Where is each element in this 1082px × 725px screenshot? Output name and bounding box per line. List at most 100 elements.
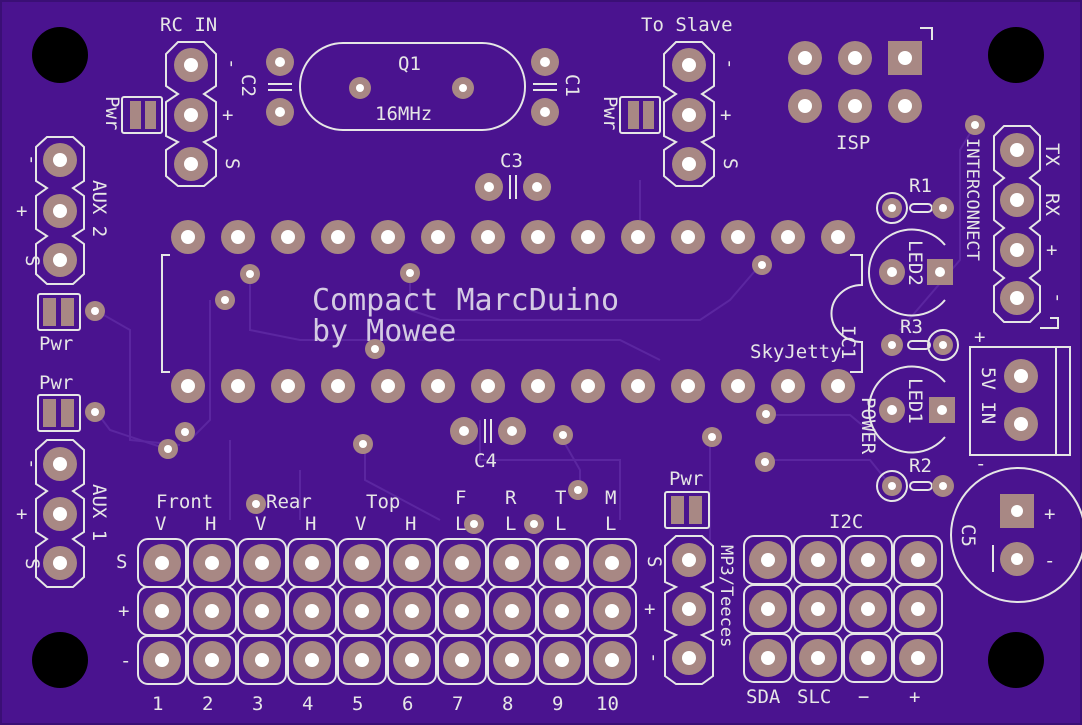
via — [215, 290, 235, 310]
servo-pin — [337, 635, 387, 685]
servo-column-number: 8 — [502, 693, 513, 715]
servo-pin — [387, 635, 437, 685]
ic1-pad-bottom — [321, 369, 355, 403]
ic1-pad-top — [571, 220, 605, 254]
i2c-pin-minus: − — [858, 686, 869, 708]
aux2-pwr-label: Pwr — [39, 333, 73, 355]
interconnect-pin-minus: - — [1047, 292, 1069, 303]
aux1-pin-plus: + — [16, 503, 27, 525]
mp3-pin-plus: + — [644, 598, 655, 620]
servo-pin — [487, 586, 537, 636]
servo-pads — [137, 538, 637, 685]
servo-column-letter: V — [155, 513, 166, 535]
isp-label: ISP — [836, 132, 870, 154]
skyjetty-label: SkyJetty — [750, 341, 842, 363]
rc-in-connector[interactable]: RC IN - + S Pwr — [101, 14, 243, 187]
ic1-pads — [171, 220, 855, 403]
servo-pin — [237, 586, 287, 636]
isp-header[interactable]: ISP — [788, 27, 933, 154]
servo-pin — [187, 635, 237, 685]
servo-pin — [387, 538, 437, 588]
servo-column-letter: L — [605, 513, 616, 535]
i2c-label: I2C — [829, 511, 863, 533]
i2c-pin — [843, 633, 893, 683]
via — [158, 439, 178, 459]
ic1-pad-bottom — [571, 369, 605, 403]
aux2-connector[interactable]: AUX 2 - + S Pwr — [16, 136, 110, 355]
to-slave-pin-plus: + — [720, 104, 731, 126]
ic1-pad-top — [221, 220, 255, 254]
resistor-r3: R3 — [881, 316, 959, 361]
r-label: R — [505, 487, 517, 509]
title-line2: by Mowee — [312, 314, 457, 349]
mp3-teeces-connector[interactable]: Pwr S + - MP3/Teeces — [643, 468, 736, 685]
mounting-hole — [988, 27, 1044, 83]
r3-label: R3 — [900, 316, 923, 338]
servo-column-number: 9 — [552, 693, 563, 715]
ic1-pad-top — [721, 220, 755, 254]
led1-label: LED1 — [904, 378, 926, 424]
rc-in-label: RC IN — [160, 14, 217, 36]
aux1-pwr-label: Pwr — [39, 372, 73, 394]
i2c-pads — [743, 535, 943, 683]
led1: LED1 POWER — [857, 365, 955, 455]
i2c-header[interactable]: I2C SDA SLC − + — [743, 511, 943, 708]
ic1-pad-bottom — [221, 369, 255, 403]
via — [755, 452, 775, 472]
power-input-connector[interactable]: 5V IN + - — [969, 326, 1071, 475]
i2c-pin — [743, 535, 793, 585]
mounting-hole — [988, 632, 1044, 688]
servo-column-number: 7 — [452, 693, 463, 715]
servo-column-number: 2 — [202, 693, 213, 715]
capacitor-c4: C4 — [450, 417, 526, 472]
ic1-pad-bottom — [771, 369, 805, 403]
ic1-pad-top — [621, 220, 655, 254]
ic1-pad-bottom — [471, 369, 505, 403]
via — [752, 255, 772, 275]
q1-label: Q1 — [398, 53, 421, 75]
led2: LED2 — [868, 228, 953, 317]
via — [365, 339, 385, 359]
servo-row-plus-label: + — [118, 600, 129, 622]
aux1-label: AUX 1 — [88, 484, 110, 541]
ic1-pad-bottom — [171, 369, 205, 403]
led2-label: LED2 — [904, 240, 926, 286]
servo-pin — [487, 635, 537, 685]
m-label: M — [605, 487, 616, 509]
mounting-hole — [32, 632, 88, 688]
to-slave-pin-signal: S — [719, 158, 741, 169]
aux1-connector[interactable]: Pwr AUX 1 - + S — [16, 372, 110, 588]
servo-pin — [337, 538, 387, 588]
mp3-pin-minus: - — [643, 652, 665, 663]
power-led-label: POWER — [857, 397, 879, 455]
servo-pin — [137, 635, 187, 685]
ic1-pad-top — [321, 220, 355, 254]
aux2-pin-signal: S — [21, 255, 43, 266]
interconnect-connector[interactable]: TX RX + - INTERCONNECT — [962, 125, 1069, 329]
to-slave-connector[interactable]: To Slave - + S Pwr — [599, 14, 741, 187]
capacitor-c2: C2 — [237, 48, 294, 126]
t-label: T — [555, 487, 566, 509]
mounting-hole — [32, 27, 88, 83]
i2c-pin — [893, 535, 943, 585]
aux1-pin-minus: - — [21, 458, 43, 469]
rc-in-pin-minus: - — [221, 58, 243, 69]
rc-in-pin-plus: + — [222, 104, 233, 126]
servo-row-signal-label: S — [116, 551, 127, 573]
via — [702, 427, 722, 447]
aux1-pin-signal: S — [21, 558, 43, 569]
servo-column-number: 4 — [302, 693, 313, 715]
i2c-pin — [893, 633, 943, 683]
ic1-pad-bottom — [821, 369, 855, 403]
rc-in-pwr-label: Pwr — [101, 96, 123, 130]
ic1-pad-top — [171, 220, 205, 254]
i2c-pin — [743, 584, 793, 634]
i2c-pin — [893, 584, 943, 634]
front-label: Front — [156, 491, 213, 513]
servo-pin — [187, 538, 237, 588]
i2c-pin — [793, 584, 843, 634]
via — [85, 402, 105, 422]
via — [553, 425, 573, 445]
